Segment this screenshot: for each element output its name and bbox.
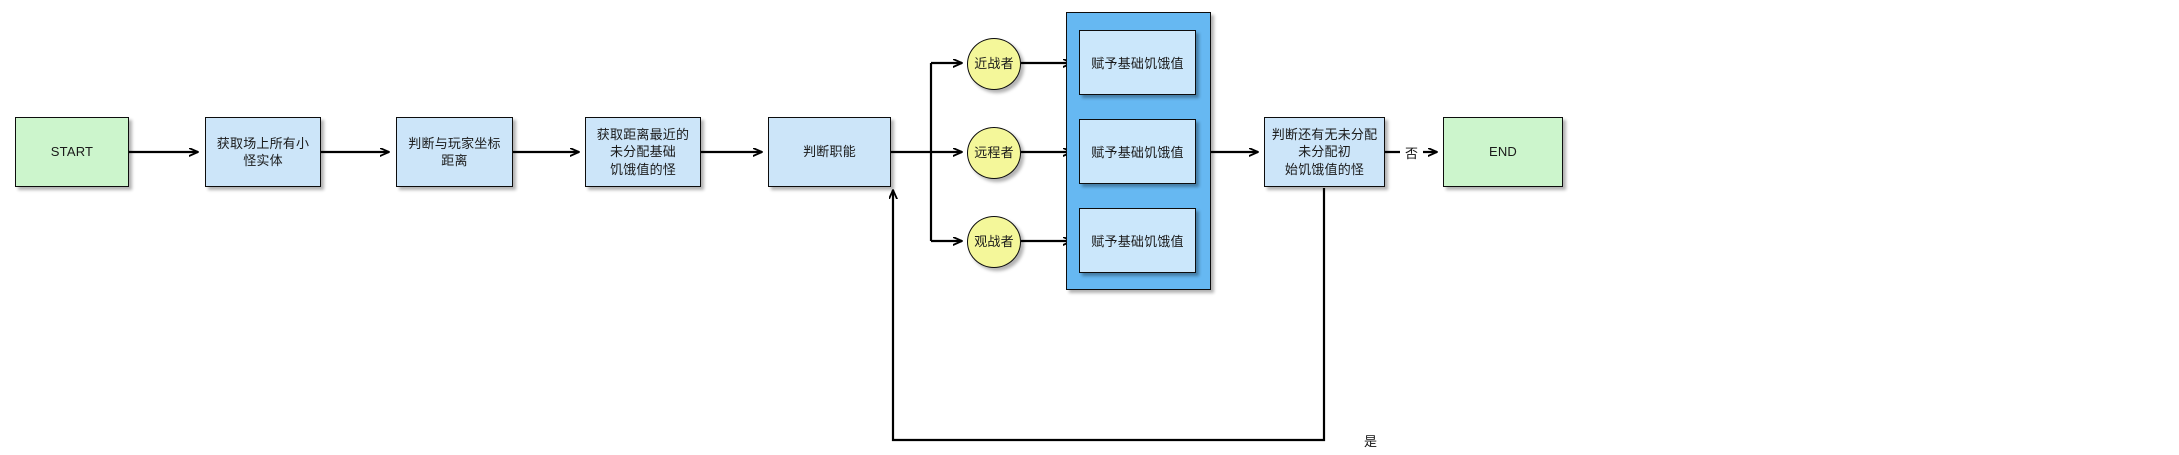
node-start[interactable]: START	[15, 117, 129, 187]
node-assign-ranged-label: 赋予基础饥饿值	[1091, 145, 1184, 160]
node-calc-distance[interactable]: 判断与玩家坐标距离	[396, 117, 513, 187]
node-judge-role-label: 判断职能	[803, 144, 856, 160]
node-check-remaining[interactable]: 判断还有无未分配未分配初 始饥饿值的怪	[1264, 117, 1385, 187]
node-assign-spectator[interactable]: 赋予基础饥饿值	[1079, 208, 1196, 273]
node-start-label: START	[50, 144, 94, 160]
node-judge-role[interactable]: 判断职能	[768, 117, 891, 187]
node-fetch-mobs[interactable]: 获取场上所有小怪实体	[205, 117, 321, 187]
node-role-spectator-label: 观战者	[974, 234, 1014, 250]
node-role-ranged[interactable]: 远程者	[967, 127, 1021, 179]
node-role-spectator[interactable]: 观战者	[967, 216, 1021, 268]
edge-label-no: 否	[1400, 143, 1424, 162]
node-end-label: END	[1488, 144, 1518, 160]
node-role-melee[interactable]: 近战者	[967, 38, 1021, 90]
node-assign-melee[interactable]: 赋予基础饥饿值	[1079, 30, 1196, 95]
node-pick-nearest[interactable]: 获取距离最近的未分配基础 饥饿值的怪	[585, 117, 701, 187]
node-assign-spectator-label: 赋予基础饥饿值	[1091, 234, 1184, 249]
node-calc-distance-label: 判断与玩家坐标距离	[408, 135, 501, 168]
node-assign-ranged[interactable]: 赋予基础饥饿值	[1079, 119, 1196, 184]
node-check-remaining-label: 判断还有无未分配未分配初 始饥饿值的怪	[1271, 127, 1378, 177]
node-assign-melee-label: 赋予基础饥饿值	[1091, 56, 1184, 71]
node-fetch-mobs-label: 获取场上所有小怪实体	[216, 135, 310, 168]
node-role-ranged-label: 远程者	[974, 145, 1014, 161]
node-pick-nearest-label: 获取距离最近的未分配基础 饥饿值的怪	[596, 127, 690, 177]
node-end[interactable]: END	[1443, 117, 1563, 187]
edge-label-yes: 是	[1359, 431, 1383, 450]
node-role-melee-label: 近战者	[974, 56, 1014, 72]
